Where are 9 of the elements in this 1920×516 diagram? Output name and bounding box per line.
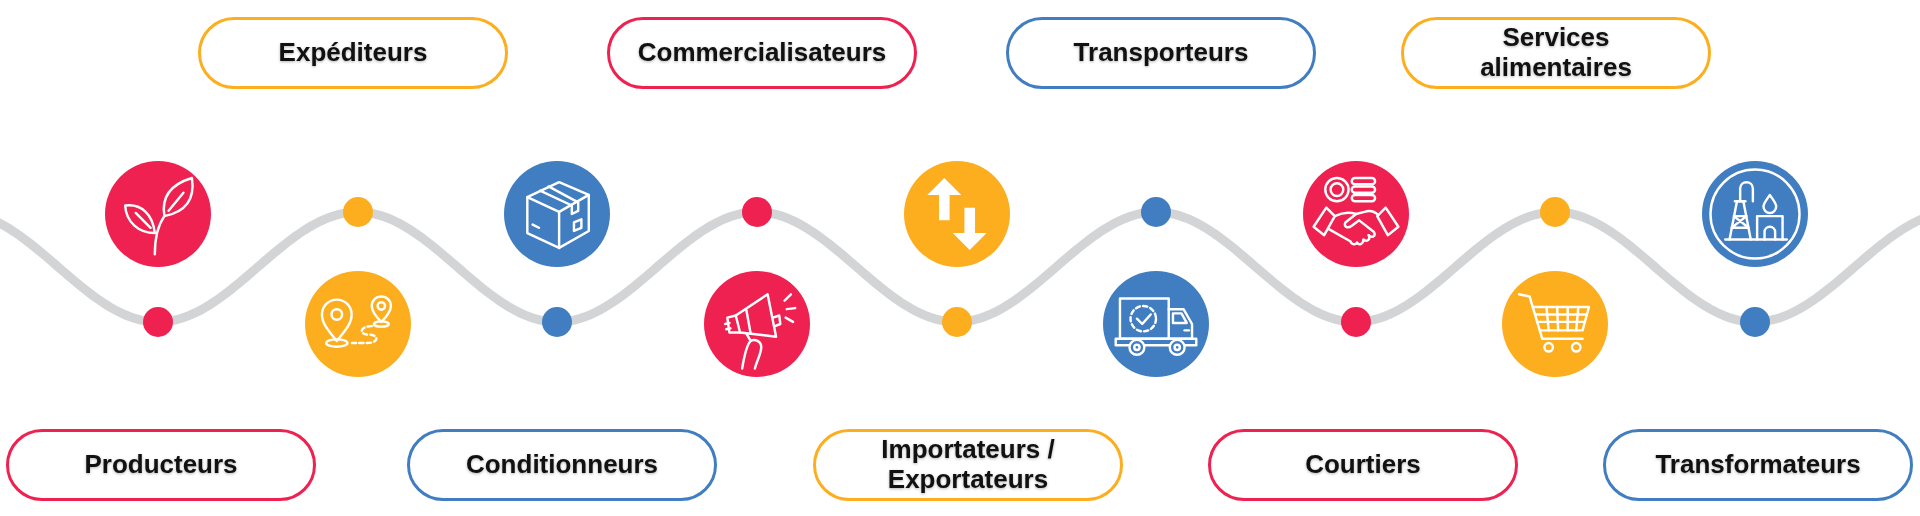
stage-label: Transporteurs <box>1073 38 1249 68</box>
stage-label: Commercialisateurs <box>637 38 887 68</box>
stage-label: Services alimentaires <box>1479 23 1633 83</box>
stage-label: Importateurs / Exportateurs <box>880 435 1056 495</box>
stage-label: Transformateurs <box>1655 450 1861 480</box>
stage-label: Courtiers <box>1305 450 1421 480</box>
stage-label: Expéditeurs <box>278 38 428 68</box>
stage-label: Conditionneurs <box>465 450 659 480</box>
stage-label: Producteurs <box>84 450 238 480</box>
